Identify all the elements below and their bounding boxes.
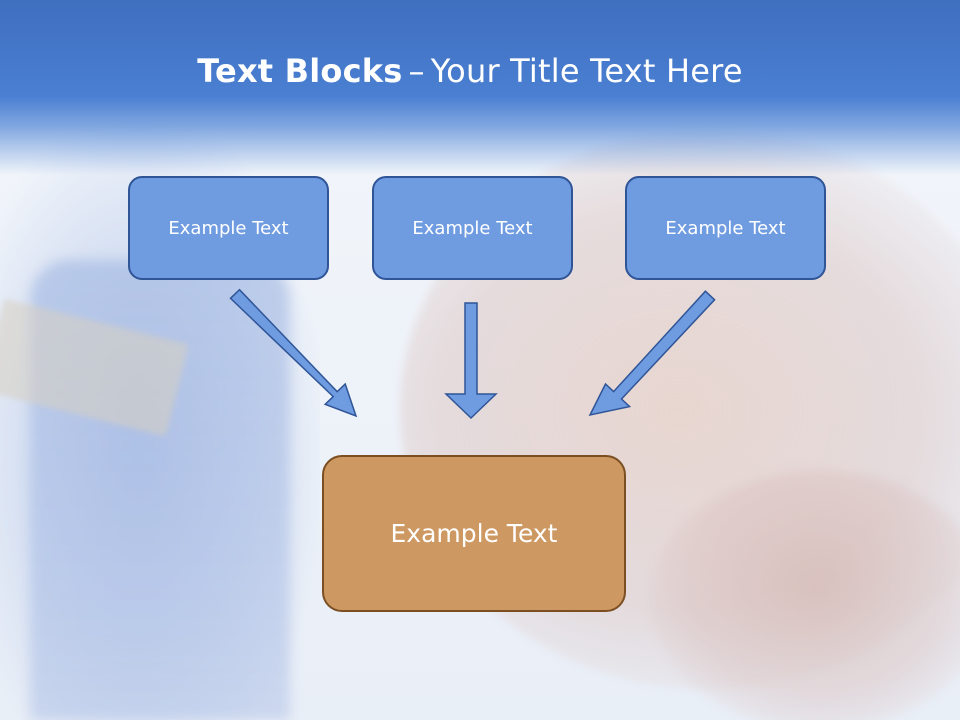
slide-title: Text Blocks–Your Title Text Here	[0, 52, 940, 90]
text-block-left-label: Example Text	[168, 217, 289, 239]
arrow-center-down	[444, 302, 498, 420]
text-block-center: Example Text	[372, 176, 573, 280]
target-text-block-label: Example Text	[390, 519, 558, 548]
title-bold: Text Blocks	[197, 52, 403, 90]
text-block-center-label: Example Text	[412, 217, 533, 239]
arrow-right-diagonal	[588, 290, 716, 417]
arrow-left-diagonal	[229, 288, 358, 418]
title-rest: Your Title Text Here	[430, 52, 743, 90]
background-hand	[650, 470, 960, 720]
text-block-right: Example Text	[625, 176, 826, 280]
text-block-left: Example Text	[128, 176, 329, 280]
target-text-block: Example Text	[322, 455, 626, 612]
text-block-right-label: Example Text	[665, 217, 786, 239]
title-band	[0, 0, 960, 175]
title-separator: –	[408, 52, 425, 90]
